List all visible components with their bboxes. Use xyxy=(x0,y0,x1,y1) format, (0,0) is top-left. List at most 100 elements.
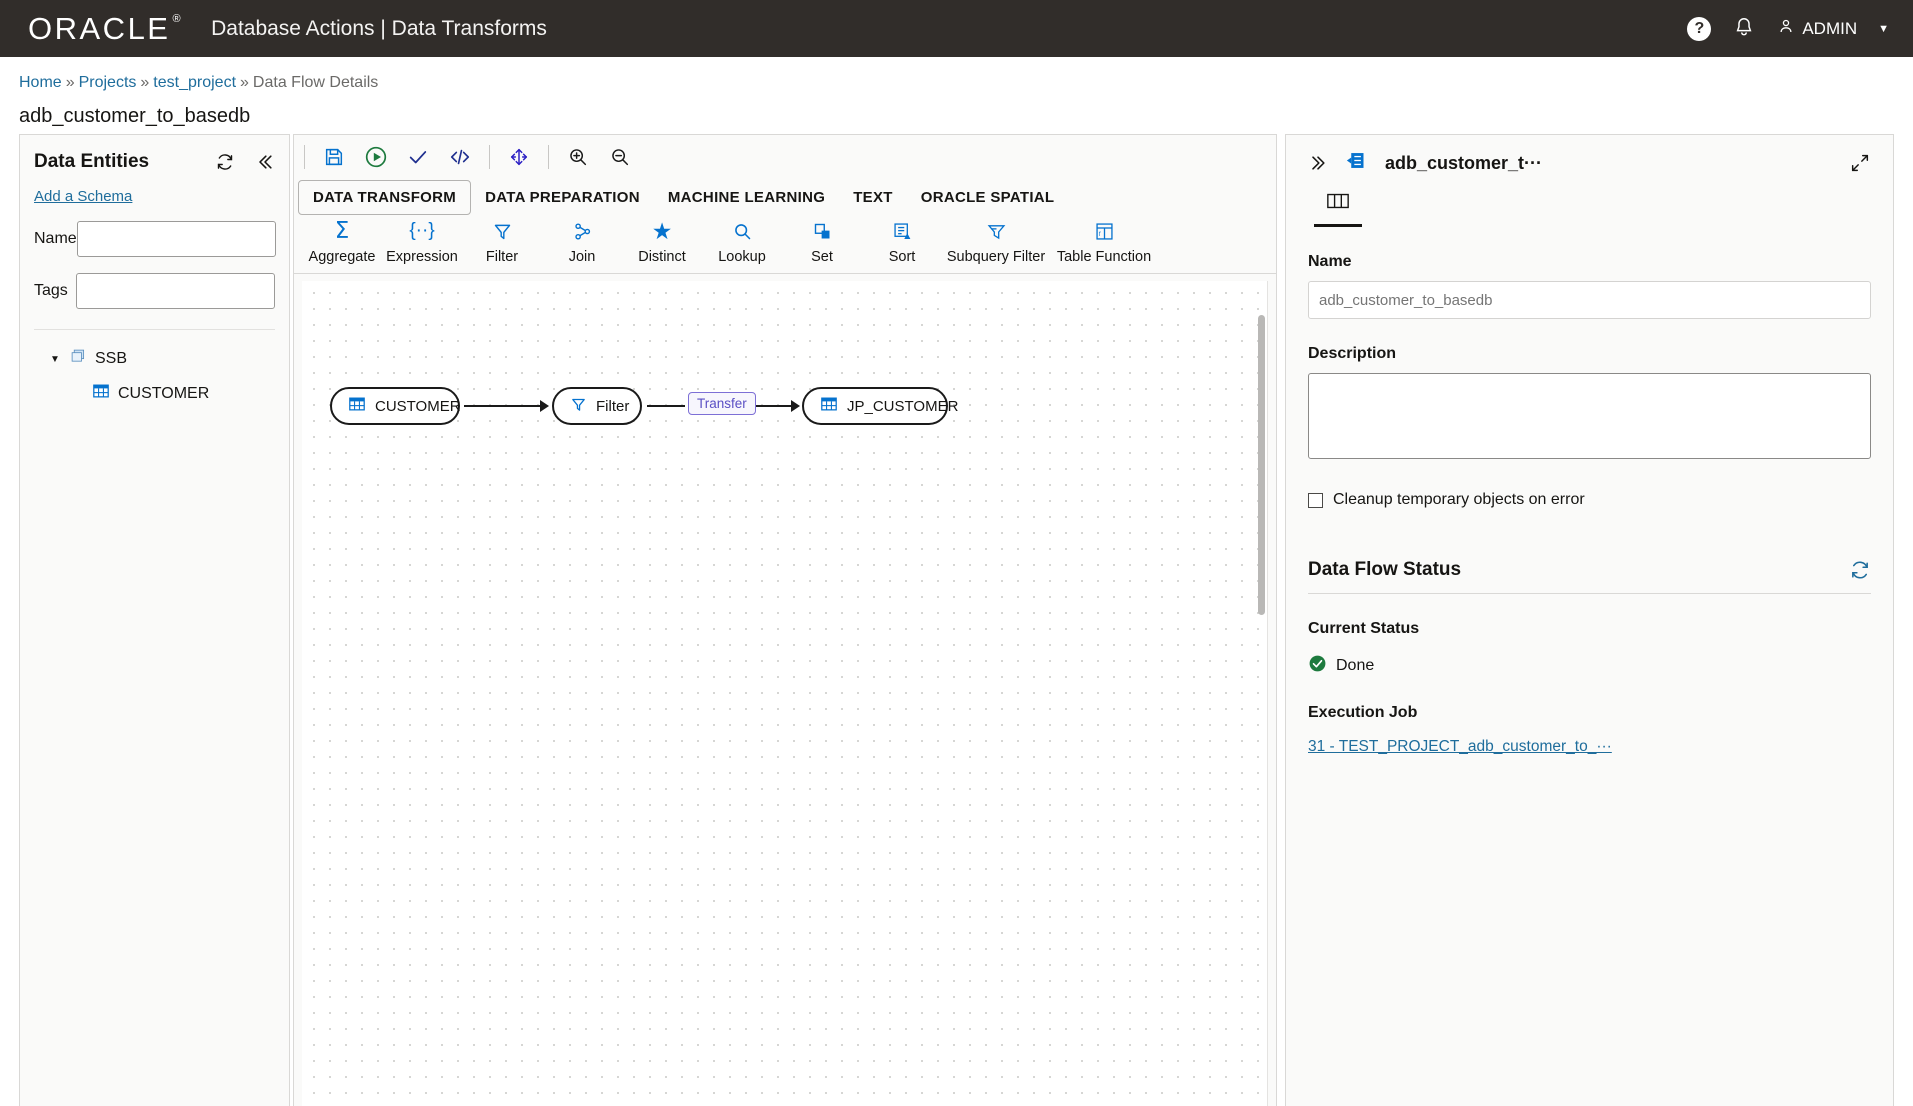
execution-job-label: Execution Job xyxy=(1308,703,1418,721)
fit-screen-icon[interactable] xyxy=(500,138,538,176)
transfer-badge[interactable]: Transfer xyxy=(688,392,756,415)
breadcrumb-item-home[interactable]: Home xyxy=(19,74,62,91)
node-label: Filter xyxy=(596,397,630,415)
table-icon xyxy=(348,395,366,417)
data-entities-header: Data Entities xyxy=(20,135,289,173)
user-menu[interactable]: ADMIN ▼ xyxy=(1777,17,1889,40)
tree-node-customer[interactable]: CUSTOMER xyxy=(20,376,289,411)
data-flow-status-rule xyxy=(1308,592,1871,594)
breadcrumb-item-test-project[interactable]: test_project xyxy=(153,74,237,91)
table-function-icon: f xyxy=(1094,219,1115,243)
tags-filter-input[interactable] xyxy=(76,273,275,309)
transform-tools-row: Σ Aggregate {··} Expression Filter Join xyxy=(294,218,1276,266)
add-schema-link[interactable]: Add a Schema xyxy=(34,188,133,205)
tool-sort[interactable]: Sort xyxy=(862,219,942,265)
tags-filter-label: Tags xyxy=(34,282,68,299)
name-input[interactable] xyxy=(1308,281,1871,319)
tool-label: Aggregate xyxy=(308,249,376,265)
tool-join[interactable]: Join xyxy=(542,219,622,265)
toolbar-bottom-rule xyxy=(294,273,1276,274)
tool-subquery-filter[interactable]: Subquery Filter xyxy=(942,219,1050,265)
refresh-icon[interactable] xyxy=(1849,559,1871,581)
name-filter-row: Name xyxy=(34,221,276,257)
double-chevron-left-icon[interactable] xyxy=(255,152,275,172)
breadcrumb-separator: » xyxy=(140,74,150,91)
node-label: CUSTOMER xyxy=(375,397,461,415)
registered-mark: ® xyxy=(172,12,184,25)
edge-arrow-icon xyxy=(791,400,800,412)
tool-aggregate[interactable]: Σ Aggregate xyxy=(302,218,382,265)
breadcrumb-item-current: Data Flow Details xyxy=(252,74,379,91)
toolbar-divider xyxy=(489,145,490,169)
zoom-out-icon[interactable] xyxy=(601,138,639,176)
transform-category-tabs: DATA TRANSFORM DATA PREPARATION MACHINE … xyxy=(294,179,1276,215)
data-flow-status-header: Data Flow Status xyxy=(1308,559,1871,581)
tool-distinct[interactable]: ★ Distinct xyxy=(622,218,702,266)
data-entities-tree: ▼ SSB CUSTOMER xyxy=(20,342,289,411)
data-entities-title: Data Entities xyxy=(34,151,150,172)
expand-diagonal-icon[interactable] xyxy=(1849,152,1871,174)
twisty-expanded-icon[interactable]: ▼ xyxy=(50,353,60,365)
properties-panel-header: adb_customer_t··· xyxy=(1308,135,1871,183)
validate-check-icon[interactable] xyxy=(399,138,437,176)
tab-data-transform[interactable]: DATA TRANSFORM xyxy=(298,179,472,215)
tab-data-preparation[interactable]: DATA PREPARATION xyxy=(485,188,640,206)
data-entities-panel: Data Entities Add a Schema Name Tags xyxy=(19,134,290,1106)
data-flow-properties-icon xyxy=(1346,150,1367,176)
name-filter-label: Name xyxy=(34,230,77,247)
tool-label: Join xyxy=(568,249,596,265)
code-icon[interactable] xyxy=(441,138,479,176)
tool-label: Filter xyxy=(485,249,519,265)
tool-set[interactable]: Set xyxy=(782,219,862,265)
checkbox-box[interactable] xyxy=(1308,493,1323,508)
tool-table-function[interactable]: f Table Function xyxy=(1050,219,1158,265)
tab-text[interactable]: TEXT xyxy=(853,188,893,206)
tool-lookup[interactable]: Lookup xyxy=(702,219,782,265)
columns-panel-icon xyxy=(1326,191,1350,216)
edge-arrow-icon xyxy=(540,400,549,412)
success-check-icon xyxy=(1308,654,1327,678)
double-chevron-right-icon[interactable] xyxy=(1308,153,1328,173)
data-entities-header-actions xyxy=(215,152,275,172)
name-filter-input[interactable] xyxy=(76,221,276,257)
tab-machine-learning[interactable]: MACHINE LEARNING xyxy=(667,188,826,206)
node-label: JP_CUSTOMER xyxy=(847,397,959,415)
node-jp-customer[interactable]: JP_CUSTOMER xyxy=(802,387,958,425)
run-icon[interactable] xyxy=(357,138,395,176)
page-title: adb_customer_to_basedb xyxy=(19,105,251,127)
description-textarea[interactable] xyxy=(1308,373,1871,459)
join-icon xyxy=(572,219,593,243)
tab-columns-panel[interactable] xyxy=(1308,187,1368,227)
subquery-filter-icon xyxy=(986,219,1007,243)
breadcrumb-separator: » xyxy=(65,74,75,91)
toolbar-divider xyxy=(548,145,549,169)
schema-icon xyxy=(70,348,87,370)
refresh-icon[interactable] xyxy=(215,152,235,172)
save-icon[interactable] xyxy=(315,138,353,176)
canvas-vertical-scrollbar[interactable] xyxy=(1258,315,1265,615)
chevron-down-icon: ▼ xyxy=(1878,22,1889,35)
magnifier-icon xyxy=(732,219,753,243)
active-tab-indicator xyxy=(1314,224,1362,227)
cleanup-temp-objects-checkbox[interactable]: Cleanup temporary objects on error xyxy=(1308,490,1871,511)
data-flow-canvas[interactable]: CUSTOMER Filter Transfer JP_CUS xyxy=(302,281,1268,1106)
execution-job-link[interactable]: 31 - TEST_PROJECT_adb_customer_to_··· xyxy=(1308,737,1612,755)
node-filter[interactable]: Filter xyxy=(552,387,642,425)
toolbar-divider xyxy=(304,145,305,169)
properties-panel: adb_customer_t··· Name Description Clean… xyxy=(1285,134,1894,1106)
tool-label: Subquery Filter xyxy=(946,249,1046,265)
expression-icon: {··} xyxy=(409,220,435,241)
help-circle-icon[interactable]: ? xyxy=(1687,16,1712,41)
sigma-icon: Σ xyxy=(334,218,350,244)
node-customer[interactable]: CUSTOMER xyxy=(330,387,461,425)
tab-oracle-spatial[interactable]: ORACLE SPATIAL xyxy=(920,188,1055,206)
tree-node-ssb[interactable]: ▼ SSB xyxy=(20,342,289,376)
data-flow-status-title: Data Flow Status xyxy=(1308,558,1462,580)
tool-filter[interactable]: Filter xyxy=(462,219,542,265)
tool-expression[interactable]: {··} Expression xyxy=(382,219,462,265)
notification-bell-icon[interactable] xyxy=(1733,16,1755,42)
table-icon xyxy=(820,395,838,417)
breadcrumb-item-projects[interactable]: Projects xyxy=(78,74,137,91)
tool-label: Set xyxy=(811,249,833,265)
zoom-in-icon[interactable] xyxy=(559,138,597,176)
